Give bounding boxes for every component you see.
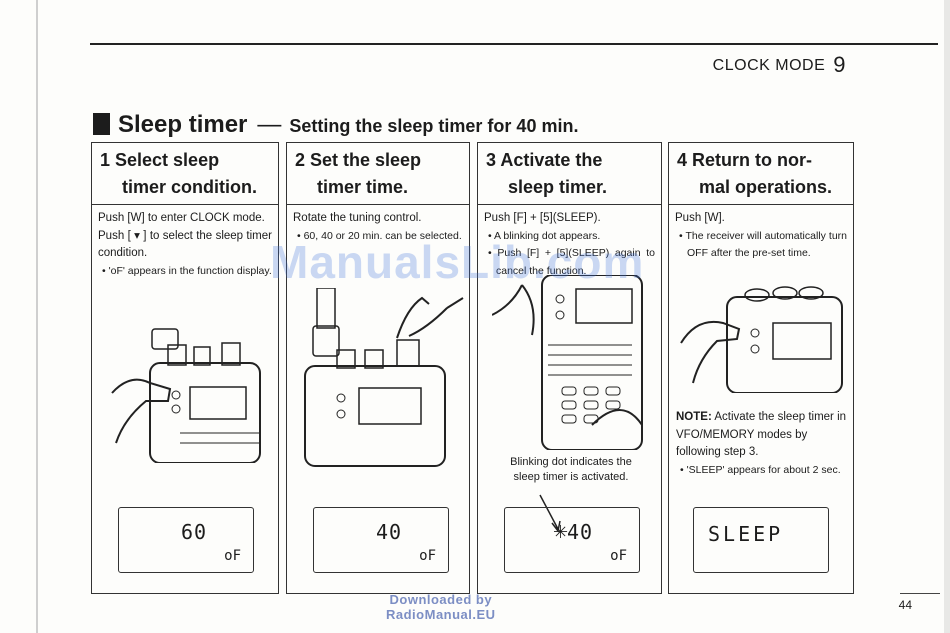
instruction-text: Push [W] to enter CLOCK mode. <box>98 212 265 224</box>
lcd-main-readout: 60 <box>181 520 208 544</box>
radio-illustration <box>304 288 464 467</box>
lcd-function-readout: oF <box>419 548 436 564</box>
bullet-text: • 60, 40 or 20 min. can be selected. <box>297 229 462 242</box>
lcd-display: SLEEP <box>693 507 829 573</box>
note-block: NOTE: Activate the sleep timer in VFO/ME… <box>676 409 848 479</box>
step-body: Push [W]. • The receiver will automatica… <box>669 205 853 268</box>
radio-illustration <box>680 286 843 393</box>
page-number: 44 <box>898 598 912 612</box>
section-name: CLOCK MODE <box>712 57 826 74</box>
heading-line: sleep timer. <box>508 177 608 197</box>
step-panel-4: 4 Return to nor- mal operations. Push [W… <box>668 142 854 594</box>
title-main: Sleep timer <box>118 111 248 138</box>
lcd-main-readout: 40 <box>567 520 594 544</box>
step-panel-1: 1 Select sleep timer condition. Push [W]… <box>91 142 279 594</box>
download-line: RadioManual.EU <box>386 607 496 622</box>
heading-line: 2 Set the sleep <box>295 150 422 170</box>
step-heading: 2 Set the sleep timer time. <box>287 143 469 205</box>
step-body: Push [F] + [5](SLEEP). • A blinking dot … <box>478 205 661 285</box>
figure-caption: Blinking dot indicates the sleep timer i… <box>510 456 632 483</box>
step-heading: 4 Return to nor- mal operations. <box>669 143 853 205</box>
note-text: Activate the sleep timer in VFO/MEMORY m… <box>676 411 847 458</box>
step-heading: 3 Activate the sleep timer. <box>478 143 661 205</box>
heading-line: 4 Return to nor- <box>677 150 812 170</box>
lcd-main-readout: SLEEP <box>708 522 784 546</box>
heading-line: mal operations. <box>699 177 833 197</box>
heading-line: 3 Activate the <box>486 150 603 170</box>
bullet-text: • 'oF' appears in the function display. <box>102 264 272 277</box>
lcd-function-readout: oF <box>610 548 627 564</box>
step-heading: 1 Select sleep timer condition. <box>92 143 278 205</box>
page-number-rule <box>900 593 940 594</box>
header-rule <box>90 43 938 45</box>
title-square-marker <box>93 113 110 135</box>
instruction-text: Push [ ▾ ] to select the sleep timer con… <box>98 229 272 260</box>
step-panel-2: 2 Set the sleep timer time. Rotate the t… <box>286 142 470 594</box>
page-title: Sleep timer — Setting the sleep timer for … <box>93 111 578 139</box>
page-edge-shadow <box>944 0 950 633</box>
instruction-text: Push [F] + [5](SLEEP). <box>484 212 601 224</box>
bullet-text: • A blinking dot appears. <box>488 229 601 242</box>
watermark: ManualsLib.com <box>270 236 645 288</box>
lcd-display: 60 oF <box>118 507 254 573</box>
note-bullet: • 'SLEEP' appears for about 2 sec. <box>680 463 841 476</box>
lcd-main-readout: 40 <box>376 520 403 544</box>
title-subtitle: Setting the sleep timer for 40 min. <box>289 116 579 136</box>
section-header: CLOCK MODE 9 <box>713 52 846 78</box>
instruction-text: Rotate the tuning control. <box>293 212 422 224</box>
lcd-display: ✳ 40 oF <box>504 507 640 573</box>
step-panel-3: 3 Activate the sleep timer. Push [F] + [… <box>477 142 662 594</box>
chapter-number: 9 <box>833 52 846 77</box>
note-label: NOTE: <box>676 411 712 423</box>
blinking-dot-icon: ✳ <box>553 522 569 542</box>
step-body: Rotate the tuning control. • 60, 40 or 2… <box>287 205 469 250</box>
instruction-text: Push [W]. <box>675 212 725 224</box>
pointer-arrow <box>539 494 561 533</box>
binding-margin-line <box>36 0 38 633</box>
lcd-function-readout: oF <box>224 548 241 564</box>
radio-illustration <box>111 328 261 463</box>
step-body: Push [W] to enter CLOCK mode. Push [ ▾ ]… <box>92 205 278 285</box>
lcd-display: 40 oF <box>313 507 449 573</box>
download-line: Downloaded by <box>389 592 493 607</box>
bullet-text: • The receiver will automatically turn O… <box>679 229 847 260</box>
bullet-text: • Push [F] + [5](SLEEP) again to cancel … <box>488 247 655 277</box>
download-credit: Downloaded by RadioManual.EU <box>386 592 496 622</box>
heading-line: 1 Select sleep <box>100 150 220 170</box>
heading-line: timer time. <box>317 177 409 197</box>
title-dash: — <box>257 111 282 138</box>
radio-illustration <box>492 275 643 450</box>
heading-line: timer condition. <box>122 177 257 197</box>
